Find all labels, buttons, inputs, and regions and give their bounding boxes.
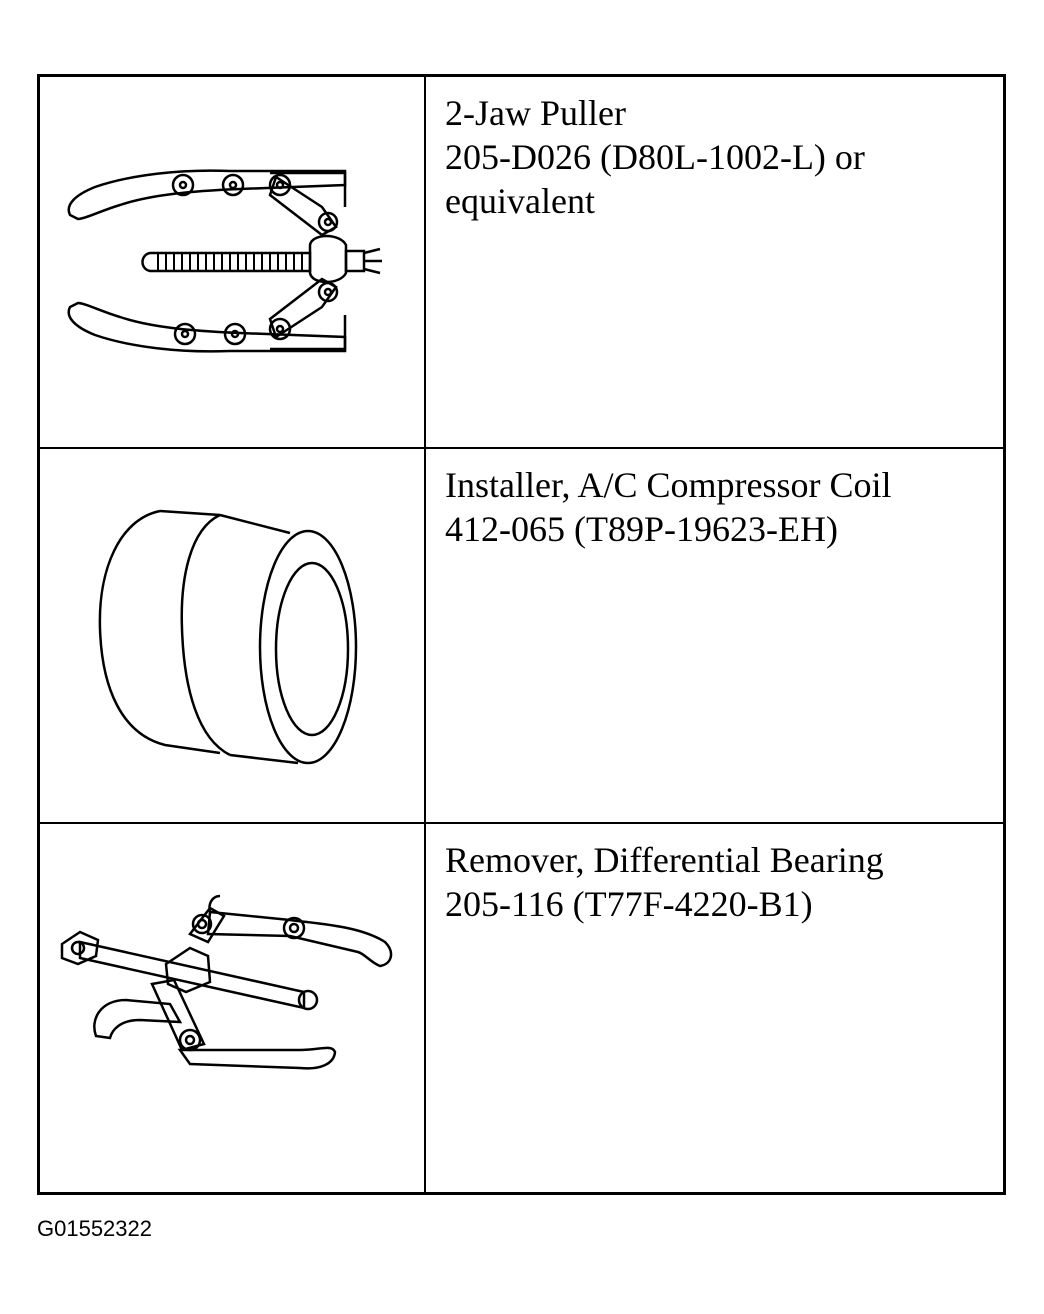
figure-code: G01552322 <box>37 1216 152 1241</box>
differential-bearing-remover-icon <box>40 824 426 1192</box>
tool-row-compressor-coil-installer: Installer, A/C Compressor Coil 412-065 (… <box>40 449 1003 824</box>
tool-part-number: 412-065 (T89P-19623-EH) <box>445 509 838 549</box>
tool-name: Installer, A/C Compressor Coil <box>445 465 892 505</box>
tool-description: Remover, Differential Bearing 205-116 (T… <box>445 838 995 926</box>
tool-illustration-cell <box>40 449 426 822</box>
tool-part-number: 205-D026 (D80L-1002-L) or <box>445 137 865 177</box>
tool-illustration-cell <box>40 824 426 1192</box>
tool-description: Installer, A/C Compressor Coil 412-065 (… <box>445 463 995 551</box>
two-jaw-puller-icon <box>40 77 426 447</box>
tool-table: 2-Jaw Puller 205-D026 (D80L-1002-L) or e… <box>37 74 1006 1195</box>
tool-name: 2-Jaw Puller <box>445 93 626 133</box>
tool-row-two-jaw-puller: 2-Jaw Puller 205-D026 (D80L-1002-L) or e… <box>40 77 1003 449</box>
tool-name: Remover, Differential Bearing <box>445 840 884 880</box>
tool-illustration-cell <box>40 77 426 447</box>
compressor-coil-installer-icon <box>40 449 426 822</box>
tool-row-differential-bearing-remover: Remover, Differential Bearing 205-116 (T… <box>40 824 1003 1192</box>
tool-part-number: 205-116 (T77F-4220-B1) <box>445 884 813 924</box>
tool-part-number-continued: equivalent <box>445 181 595 221</box>
tool-description: 2-Jaw Puller 205-D026 (D80L-1002-L) or e… <box>445 91 995 223</box>
